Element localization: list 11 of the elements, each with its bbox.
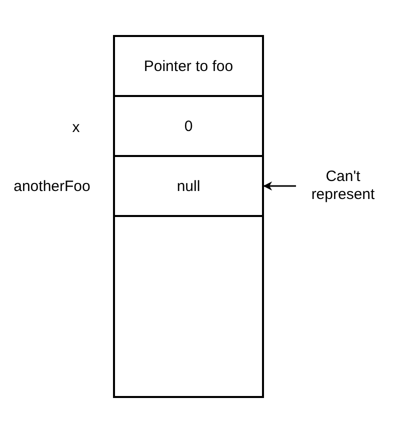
note-text: Can't represent [296,166,390,206]
arrow [263,182,296,190]
cell-value: null [176,178,200,194]
memory-cell [113,95,264,157]
variable-name: x [72,118,80,136]
memory-cell [113,155,264,217]
memory-cell [113,35,264,97]
variable-name: anotherFoo [14,178,90,194]
cell-value: Pointer to foo [144,58,234,74]
memory-cell [113,215,264,398]
cell-value: 0 [184,118,193,134]
